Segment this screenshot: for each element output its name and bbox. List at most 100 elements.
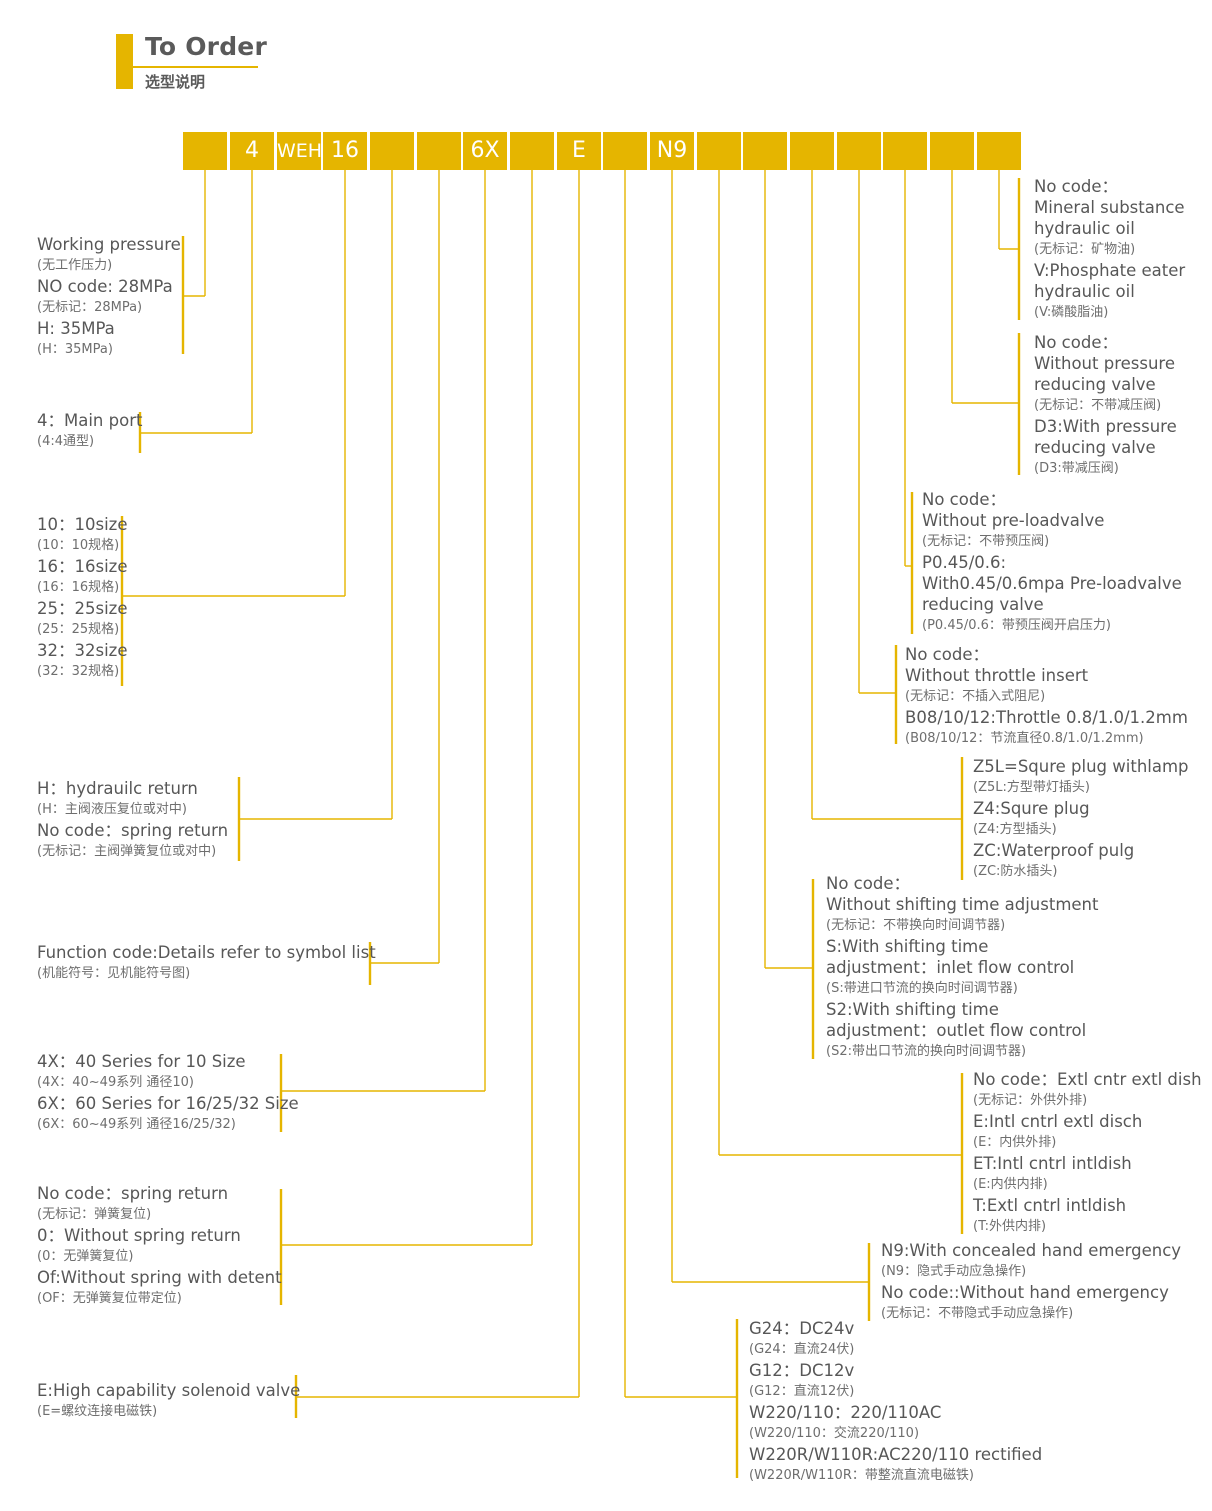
legend-text: G12：DC12v [749, 1361, 855, 1380]
legend-subtext: (N9：隐式手动应急操作) [881, 1264, 1027, 1279]
legend-text: 32：32size [37, 641, 128, 660]
legend-subtext: (无标记：不带预压阀) [922, 534, 1050, 549]
legend-text: ZC:Waterproof pulg [973, 841, 1135, 860]
legend-text: adjustment：inlet flow control [826, 958, 1075, 977]
code-box [183, 132, 227, 170]
legend-subtext: (无标记：不带隐式手动应急操作) [881, 1306, 1074, 1321]
code-box [930, 132, 974, 170]
legend-text: hydraulic oil [1034, 219, 1135, 238]
legend-text: P0.45/0.6: [922, 553, 1007, 572]
legend-text: No code： [826, 874, 910, 893]
legend-text: No code： [905, 645, 989, 664]
legend-text: No code： [1034, 177, 1118, 196]
legend-text: 25：25size [37, 599, 128, 618]
legend-subtext: (B08/10/12：节流直径0.8/1.0/1.2mm) [905, 731, 1144, 746]
legend-text: With0.45/0.6mpa Pre-loadvalve [922, 574, 1182, 593]
legend-text: reducing valve [922, 595, 1044, 614]
code-box [743, 132, 787, 170]
legend-text: 4：Main port [37, 411, 143, 430]
legend-text: H：hydrauilc return [37, 779, 198, 798]
legend-text: 4X：40 Series for 10 Size [37, 1052, 246, 1071]
legend-text: No code：Extl cntr extl dish [973, 1070, 1202, 1089]
code-box: 4 [230, 132, 274, 170]
legend-text: Of:Without spring with detent [37, 1268, 282, 1287]
legend-text: Without shifting time adjustment [826, 895, 1099, 914]
legend-text: reducing valve [1034, 438, 1156, 457]
legend-subtext: (H：35MPa) [37, 342, 113, 357]
legend-subtext: (G24：直流24伏) [749, 1342, 855, 1357]
legend-subtext: (OF：无弹簧复位带定位) [37, 1291, 182, 1306]
legend-text: E:High capability solenoid valve [37, 1381, 301, 1400]
legend-subtext: (T:外供内排) [973, 1219, 1047, 1234]
legend-subtext: (10：10规格) [37, 538, 120, 553]
legend-subtext: (W220/110：交流220/110) [749, 1426, 920, 1441]
legend-text: Function code:Details refer to symbol li… [37, 943, 376, 962]
code-box [370, 132, 414, 170]
legend-text: 10：10size [37, 515, 128, 534]
legend-subtext: (G12：直流12伏) [749, 1384, 855, 1399]
code-box [510, 132, 554, 170]
legend-text: E:Intl cntrl extl disch [973, 1112, 1143, 1131]
legend-text: Without throttle insert [905, 666, 1089, 685]
legend-text: D3:With pressure [1034, 417, 1177, 436]
legend-text: V:Phosphate eater [1034, 261, 1186, 280]
legend-text: 0：Without spring return [37, 1226, 241, 1245]
header-accent-bar [116, 34, 133, 89]
legend-subtext: (S:带进口节流的换向时间调节器) [826, 981, 1018, 996]
legend-text: No code： [922, 490, 1006, 509]
code-box [417, 132, 461, 170]
legend-text: No code::Without hand emergency [881, 1283, 1169, 1302]
legend-text: No code： [1034, 333, 1118, 352]
legend-text: W220/110：220/110AC [749, 1403, 942, 1422]
legend-text: No code：spring return [37, 1184, 229, 1203]
legend-subtext: (P0.45/0.6：带预压阀开启压力) [922, 618, 1111, 633]
legend-subtext: (0：无弹簧复位) [37, 1249, 134, 1264]
legend-subtext: (E=螺纹连接电磁铁) [37, 1404, 158, 1419]
legend-subtext: (ZC:防水插头) [973, 864, 1058, 879]
legend-subtext: (W220R/W110R：带整流直流电磁铁) [749, 1468, 974, 1483]
code-box: N9 [650, 132, 694, 170]
code-box [837, 132, 881, 170]
code-box: 16 [323, 132, 367, 170]
legend-text: Working pressure [37, 235, 181, 254]
legend-text: T:Extl cntrl intldish [973, 1196, 1127, 1215]
legend-text: NO code: 28MPa [37, 277, 173, 296]
legend-text: adjustment：outlet flow control [826, 1021, 1087, 1040]
code-box [697, 132, 741, 170]
code-box [603, 132, 647, 170]
legend-subtext: (H：主阀液压复位或对中) [37, 802, 187, 817]
legend-text: 16：16size [37, 557, 128, 576]
legend-subtext: (无标记：弹簧复位) [37, 1207, 152, 1222]
legend-text: Z4:Squre plug [973, 799, 1090, 818]
legend-subtext: (E：内供外排) [973, 1135, 1057, 1150]
legend-subtext: (D3:带减压阀) [1034, 461, 1119, 476]
page-subtitle: 选型说明 [145, 73, 206, 91]
legend-subtext: (无标记：外供外排) [973, 1093, 1088, 1108]
legend-text: W220R/W110R:AC220/110 rectified [749, 1445, 1043, 1464]
code-box: E [557, 132, 601, 170]
legend-subtext: (4X：40~49系列 通径10) [37, 1075, 194, 1090]
legend-subtext: (无标记：28MPa) [37, 300, 143, 315]
page-title: To Order [145, 32, 267, 61]
legend-text: H: 35MPa [37, 319, 115, 338]
code-box: WEH [277, 132, 321, 170]
legend-text: Without pre-loadvalve [922, 511, 1105, 530]
legend-subtext: (V:磷酸脂油) [1034, 305, 1109, 320]
legend-text: 6X：60 Series for 16/25/32 Size [37, 1094, 299, 1113]
code-box [790, 132, 834, 170]
legend-subtext: (无工作压力) [37, 258, 113, 273]
legend-subtext: (机能符号：见机能符号图) [37, 966, 191, 981]
legend-subtext: (Z5L:方型带灯插头) [973, 780, 1090, 795]
code-box [977, 132, 1021, 170]
legend-subtext: (6X：60~49系列 通径16/25/32) [37, 1117, 236, 1132]
legend-text: hydraulic oil [1034, 282, 1135, 301]
legend-subtext: (无标记：不插入式阻尼) [905, 689, 1046, 704]
legend-subtext: (Z4:方型插头) [973, 822, 1057, 837]
legend-text: B08/10/12:Throttle 0.8/1.0/1.2mm [905, 708, 1188, 727]
legend-subtext: (无标记：不带减压阀) [1034, 398, 1162, 413]
legend-subtext: (32：32规格) [37, 664, 120, 679]
code-box: 6X [463, 132, 507, 170]
legend-text: Without pressure [1034, 354, 1175, 373]
legend-text: Z5L=Squre plug withlamp [973, 757, 1189, 776]
